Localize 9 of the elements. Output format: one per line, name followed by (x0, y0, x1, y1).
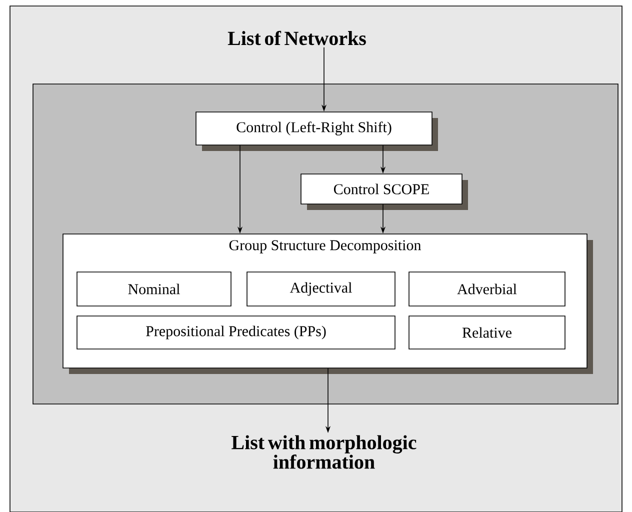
category-box: Adjectival (246, 272, 396, 306)
process-box: Control (Left-Right Shift) (196, 112, 438, 151)
heading: List with morphologic information (232, 435, 416, 469)
process-box: Control SCOPE (300, 174, 468, 210)
category-box: Adverbial (408, 272, 566, 306)
category-box: Prepositional Predicates (PPs) (76, 316, 396, 350)
heading: List of Networks (228, 30, 366, 46)
category-box: Relative (408, 316, 566, 350)
category-box: Nominal (76, 272, 232, 306)
